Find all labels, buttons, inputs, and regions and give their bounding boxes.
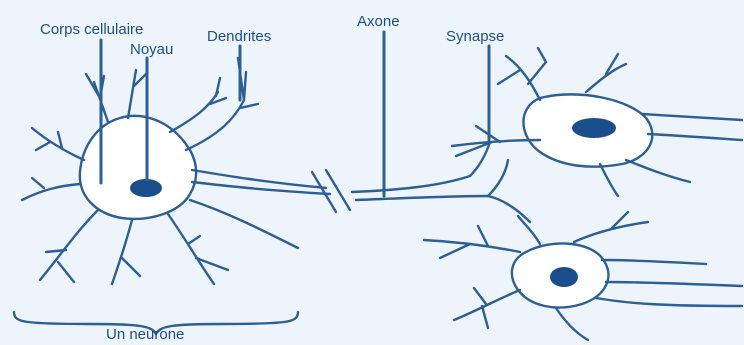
upper-right-dendrite [648,134,742,140]
left-dendrite [40,210,98,282]
left-dendrite [22,178,80,200]
left-neuron [22,58,330,284]
upper-right-nucleus [572,118,616,138]
lower-right-dendrite [596,298,742,306]
axon-break-mark [312,170,350,212]
left-cell-body-outline [80,116,196,219]
axon-segment-right [352,142,490,192]
axon-segment-right [488,160,508,196]
label-synapse: Synapse [446,29,504,44]
lower-right-dendrite [424,226,520,258]
label-corps-cellulaire: Corps cellulaire [40,22,143,37]
left-dendrite [128,70,146,118]
lower-right-dendrite [602,260,706,264]
upper-right-dendrite [586,54,626,92]
left-dendrite [186,58,258,150]
lower-right-dendrite [454,288,520,328]
upper-right-dendrite [498,48,546,100]
axon-segment-left [192,182,330,194]
lower-right-dendrite [574,212,648,242]
left-dendrite [32,128,84,160]
label-un-neurone: Un neurone [106,327,184,342]
left-dendrite [190,200,298,248]
left-dendrite [170,78,226,132]
label-dendrites: Dendrites [207,29,271,44]
lower-right-nucleus [550,267,578,287]
lower-right-dendrite [606,282,742,286]
left-dendrite [168,214,228,284]
left-dendrite [86,74,108,122]
axon-segment-right [356,196,530,222]
label-noyau: Noyau [130,42,173,57]
left-nucleus [130,179,162,197]
upper-right-dendrite [642,114,742,120]
lower-right-dendrite [556,308,588,340]
lower-right-neuron [424,212,742,340]
label-axone: Axone [357,14,400,29]
left-dendrite [112,220,140,284]
